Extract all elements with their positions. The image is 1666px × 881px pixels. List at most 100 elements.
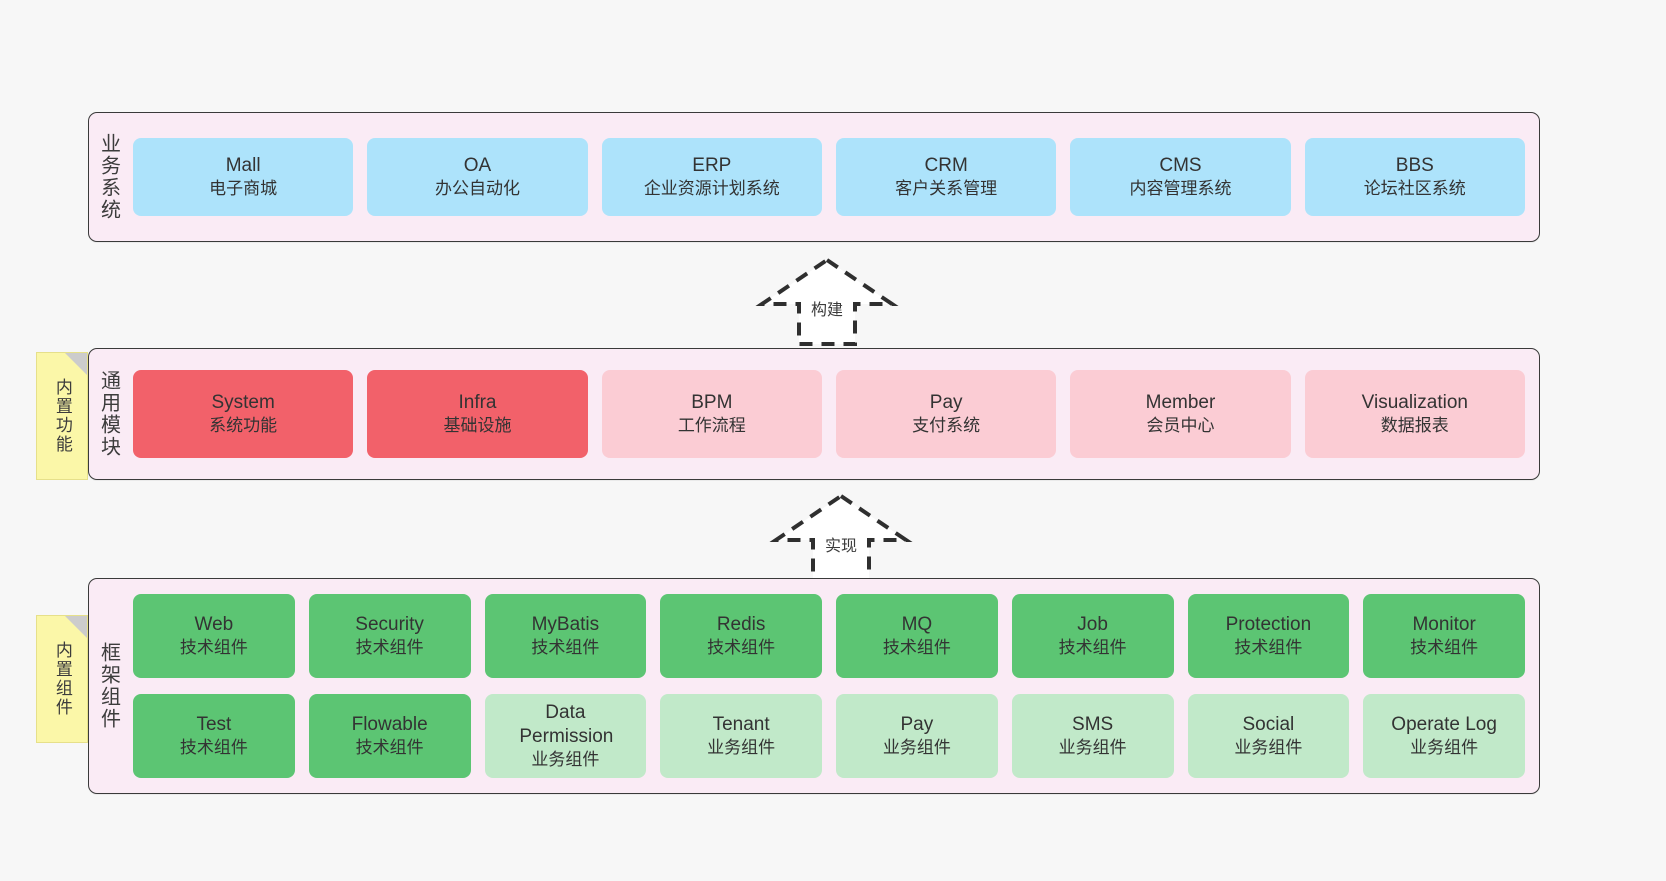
card-title: Protection bbox=[1225, 613, 1312, 635]
card-subtitle: 业务组件 bbox=[531, 750, 600, 770]
card-redis[interactable]: Redis 技术组件 bbox=[660, 594, 822, 678]
card-subtitle: 业务组件 bbox=[1234, 738, 1303, 758]
sticky-note-builtin-component[interactable]: 内置组件 bbox=[36, 615, 88, 743]
card-infra[interactable]: Infra 基础设施 bbox=[367, 370, 588, 458]
layer-business-system[interactable]: 业务系统 Mall 电子商城 OA 办公自动化 ERP 企业资源计划系统 CRM… bbox=[88, 112, 1540, 242]
card-security[interactable]: Security 技术组件 bbox=[308, 594, 471, 678]
card-title: OA bbox=[463, 154, 492, 176]
card-subtitle: 业务组件 bbox=[1058, 738, 1127, 758]
sticky-note-builtin-function[interactable]: 内置功能 bbox=[36, 352, 88, 480]
card-subtitle: 技术组件 bbox=[179, 638, 248, 658]
card-flowable[interactable]: Flowable 技术组件 bbox=[308, 694, 471, 778]
card-social[interactable]: Social 业务组件 bbox=[1187, 694, 1350, 778]
card-subtitle: 论坛社区系统 bbox=[1363, 179, 1466, 199]
card-job[interactable]: Job 技术组件 bbox=[1011, 594, 1174, 678]
card-subtitle: 客户关系管理 bbox=[895, 179, 998, 199]
card-title: Visualization bbox=[1361, 391, 1468, 413]
card-subtitle: 数据报表 bbox=[1380, 416, 1449, 436]
card-row: Test 技术组件 Flowable 技术组件 Data Permission … bbox=[133, 694, 1525, 778]
card-subtitle: 业务组件 bbox=[707, 738, 776, 758]
card-operate-log[interactable]: Operate Log 业务组件 bbox=[1363, 694, 1525, 778]
card-subtitle: 业务组件 bbox=[882, 738, 951, 758]
card-cms[interactable]: CMS 内容管理系统 bbox=[1070, 138, 1291, 216]
card-title: Data Permission bbox=[519, 701, 614, 748]
card-row: System 系统功能 Infra 基础设施 BPM 工作流程 Pay 支付系统… bbox=[133, 370, 1525, 458]
card-title: Job bbox=[1077, 613, 1108, 635]
layer-common-module[interactable]: 通用模块 System 系统功能 Infra 基础设施 BPM 工作流程 Pay… bbox=[88, 348, 1540, 480]
card-crm[interactable]: CRM 客户关系管理 bbox=[835, 138, 1057, 216]
card-subtitle: 技术组件 bbox=[355, 638, 424, 658]
card-erp[interactable]: ERP 企业资源计划系统 bbox=[601, 138, 822, 216]
card-mq[interactable]: MQ 技术组件 bbox=[836, 594, 998, 678]
sticky-note-label: 内置功能 bbox=[52, 378, 72, 454]
card-monitor[interactable]: Monitor 技术组件 bbox=[1363, 594, 1525, 678]
arrow-label-implement: 实现 bbox=[824, 538, 857, 555]
card-title: Flowable bbox=[351, 713, 428, 735]
layer-framework-component[interactable]: 框架组件 Web 技术组件 Security 技术组件 MyBatis 技术组件… bbox=[88, 578, 1540, 794]
card-bbs[interactable]: BBS 论坛社区系统 bbox=[1304, 138, 1525, 216]
card-oa[interactable]: OA 办公自动化 bbox=[367, 138, 588, 216]
card-subtitle: 技术组件 bbox=[1058, 638, 1127, 658]
card-title: Pay bbox=[900, 713, 934, 735]
card-title: Security bbox=[355, 613, 424, 635]
card-bpm[interactable]: BPM 工作流程 bbox=[601, 370, 822, 458]
card-subtitle: 会员中心 bbox=[1146, 416, 1215, 436]
card-pay-component[interactable]: Pay 业务组件 bbox=[836, 694, 998, 778]
card-title: Social bbox=[1242, 713, 1295, 735]
card-subtitle: 办公自动化 bbox=[434, 179, 520, 199]
card-title: Redis bbox=[716, 613, 766, 635]
card-title: Test bbox=[196, 713, 232, 735]
card-title: Infra bbox=[458, 391, 497, 413]
card-pay-module[interactable]: Pay 支付系统 bbox=[835, 370, 1057, 458]
card-title: System bbox=[211, 391, 275, 413]
card-mybatis[interactable]: MyBatis 技术组件 bbox=[484, 594, 647, 678]
folded-corner-icon bbox=[65, 616, 87, 638]
card-title: Web bbox=[194, 613, 234, 635]
card-row: Web 技术组件 Security 技术组件 MyBatis 技术组件 Redi… bbox=[133, 594, 1525, 678]
arrow-implement: 实现 bbox=[766, 488, 916, 586]
card-subtitle: 工作流程 bbox=[677, 416, 746, 436]
card-subtitle: 技术组件 bbox=[179, 738, 248, 758]
card-subtitle: 技术组件 bbox=[1234, 638, 1303, 658]
card-subtitle: 业务组件 bbox=[1410, 738, 1479, 758]
card-title: Tenant bbox=[712, 713, 770, 735]
card-tenant[interactable]: Tenant 业务组件 bbox=[660, 694, 822, 778]
sticky-note-label: 内置组件 bbox=[52, 641, 72, 717]
card-protection[interactable]: Protection 技术组件 bbox=[1187, 594, 1350, 678]
arrow-label-build: 构建 bbox=[810, 302, 843, 319]
card-subtitle: 内容管理系统 bbox=[1129, 179, 1232, 199]
folded-corner-icon bbox=[65, 353, 87, 375]
card-member[interactable]: Member 会员中心 bbox=[1070, 370, 1291, 458]
card-title: CRM bbox=[924, 154, 968, 176]
card-row: Mall 电子商城 OA 办公自动化 ERP 企业资源计划系统 CRM 客户关系… bbox=[133, 138, 1525, 216]
layer-body-common-module: System 系统功能 Infra 基础设施 BPM 工作流程 Pay 支付系统… bbox=[127, 349, 1539, 479]
card-subtitle: 支付系统 bbox=[912, 416, 981, 436]
card-system[interactable]: System 系统功能 bbox=[133, 370, 354, 458]
card-subtitle: 电子商城 bbox=[209, 179, 278, 199]
card-subtitle: 技术组件 bbox=[355, 738, 424, 758]
layer-body-framework: Web 技术组件 Security 技术组件 MyBatis 技术组件 Redi… bbox=[127, 579, 1539, 793]
card-title: MQ bbox=[901, 613, 933, 635]
card-subtitle: 企业资源计划系统 bbox=[643, 179, 780, 199]
card-sms[interactable]: SMS 业务组件 bbox=[1011, 694, 1174, 778]
layer-body-business: Mall 电子商城 OA 办公自动化 ERP 企业资源计划系统 CRM 客户关系… bbox=[127, 113, 1539, 241]
layer-title-common-module: 通用模块 bbox=[97, 370, 120, 458]
card-title: Pay bbox=[929, 391, 963, 413]
card-test[interactable]: Test 技术组件 bbox=[133, 694, 295, 778]
card-web[interactable]: Web 技术组件 bbox=[133, 594, 295, 678]
card-subtitle: 基础设施 bbox=[443, 416, 512, 436]
card-subtitle: 技术组件 bbox=[1410, 638, 1479, 658]
layer-title-business: 业务系统 bbox=[97, 133, 120, 221]
layer-title-framework: 框架组件 bbox=[97, 642, 120, 730]
card-title: ERP bbox=[692, 154, 732, 176]
card-visualization[interactable]: Visualization 数据报表 bbox=[1304, 370, 1525, 458]
card-title: CMS bbox=[1159, 154, 1202, 176]
card-title: BPM bbox=[691, 391, 733, 413]
card-subtitle: 系统功能 bbox=[209, 416, 278, 436]
card-title: Monitor bbox=[1412, 613, 1476, 635]
card-subtitle: 技术组件 bbox=[707, 638, 776, 658]
card-mall[interactable]: Mall 电子商城 bbox=[133, 138, 354, 216]
card-data-permission[interactable]: Data Permission 业务组件 bbox=[484, 694, 647, 778]
card-title: Mall bbox=[225, 154, 261, 176]
